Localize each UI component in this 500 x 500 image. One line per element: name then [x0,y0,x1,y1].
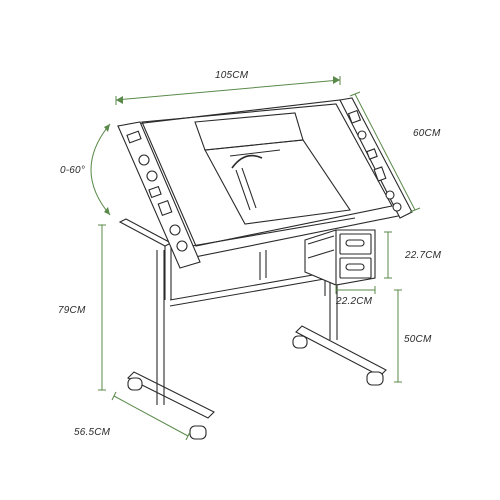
tilt-angle-label: 0-60° [60,165,86,176]
drawer-unit [304,229,376,286]
depth-label: 60CM [413,128,441,139]
dimension-arrows [104,76,340,215]
right-pen-tray [339,97,413,219]
under-clearance-label: 50CM [404,334,432,345]
drawer-width-label: 22.2CM [336,296,373,307]
left-pen-tray [117,121,201,269]
drawer-height-label: 22.7CM [405,250,442,261]
caster-wheels [127,335,384,440]
base-depth-label: 56.5CM [74,427,111,438]
dimension-lines [90,76,421,441]
height-label: 79CM [58,305,86,316]
width-label: 105CM [215,70,249,81]
